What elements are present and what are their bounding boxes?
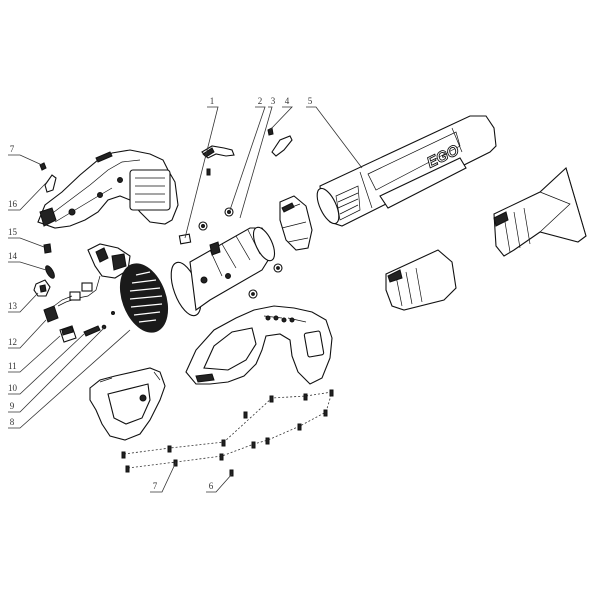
board-part-12 [43, 295, 73, 323]
trigger-spring-part-4 [267, 127, 293, 157]
housing-screws [121, 389, 334, 477]
washer-left [198, 221, 208, 231]
spring-part-14 [45, 265, 55, 279]
leader-lines [8, 106, 363, 493]
callout-7-bottom: 7 [152, 481, 158, 491]
callout-8: 8 [9, 417, 15, 427]
block-part-11 [59, 325, 77, 343]
fan-impeller [119, 263, 169, 333]
washer-lower-2 [248, 289, 258, 299]
callout-6: 6 [208, 481, 214, 491]
callout-15: 15 [8, 227, 17, 237]
round-nozzle [385, 249, 457, 311]
pin-part-9 [101, 311, 115, 330]
callout-12: 12 [8, 337, 17, 347]
clip-part-16 [44, 174, 57, 193]
tube-coupling-ring [279, 195, 313, 251]
knob-part-13 [33, 279, 51, 297]
blower-tube: EGO [316, 115, 497, 227]
washer-part-2 [224, 207, 234, 217]
callout-5: 5 [307, 96, 313, 106]
plug-part-15 [43, 243, 52, 254]
screw-top-left [39, 162, 47, 171]
callout-11: 11 [8, 361, 17, 371]
right-housing-half [185, 305, 333, 385]
washer-lower-1 [273, 263, 283, 273]
callout-3: 3 [270, 96, 276, 106]
callout-4: 4 [284, 96, 290, 106]
battery-holder-frame [89, 367, 166, 441]
callout-10: 10 [8, 383, 17, 393]
left-housing-half [37, 149, 179, 229]
flat-wide-nozzle [493, 166, 587, 257]
switch-wiring-harness [57, 243, 131, 307]
callout-7-top: 7 [9, 144, 15, 154]
callout-13: 13 [8, 301, 17, 311]
callout-2: 2 [257, 96, 263, 106]
rectangular-pad-part-1 [178, 233, 192, 245]
motor-duct-assembly [170, 226, 276, 317]
callout-16: 16 [8, 199, 17, 209]
callout-9: 9 [9, 401, 15, 411]
callout-14: 14 [8, 251, 17, 261]
callout-1: 1 [209, 96, 215, 106]
spring-part-10 [83, 325, 101, 337]
